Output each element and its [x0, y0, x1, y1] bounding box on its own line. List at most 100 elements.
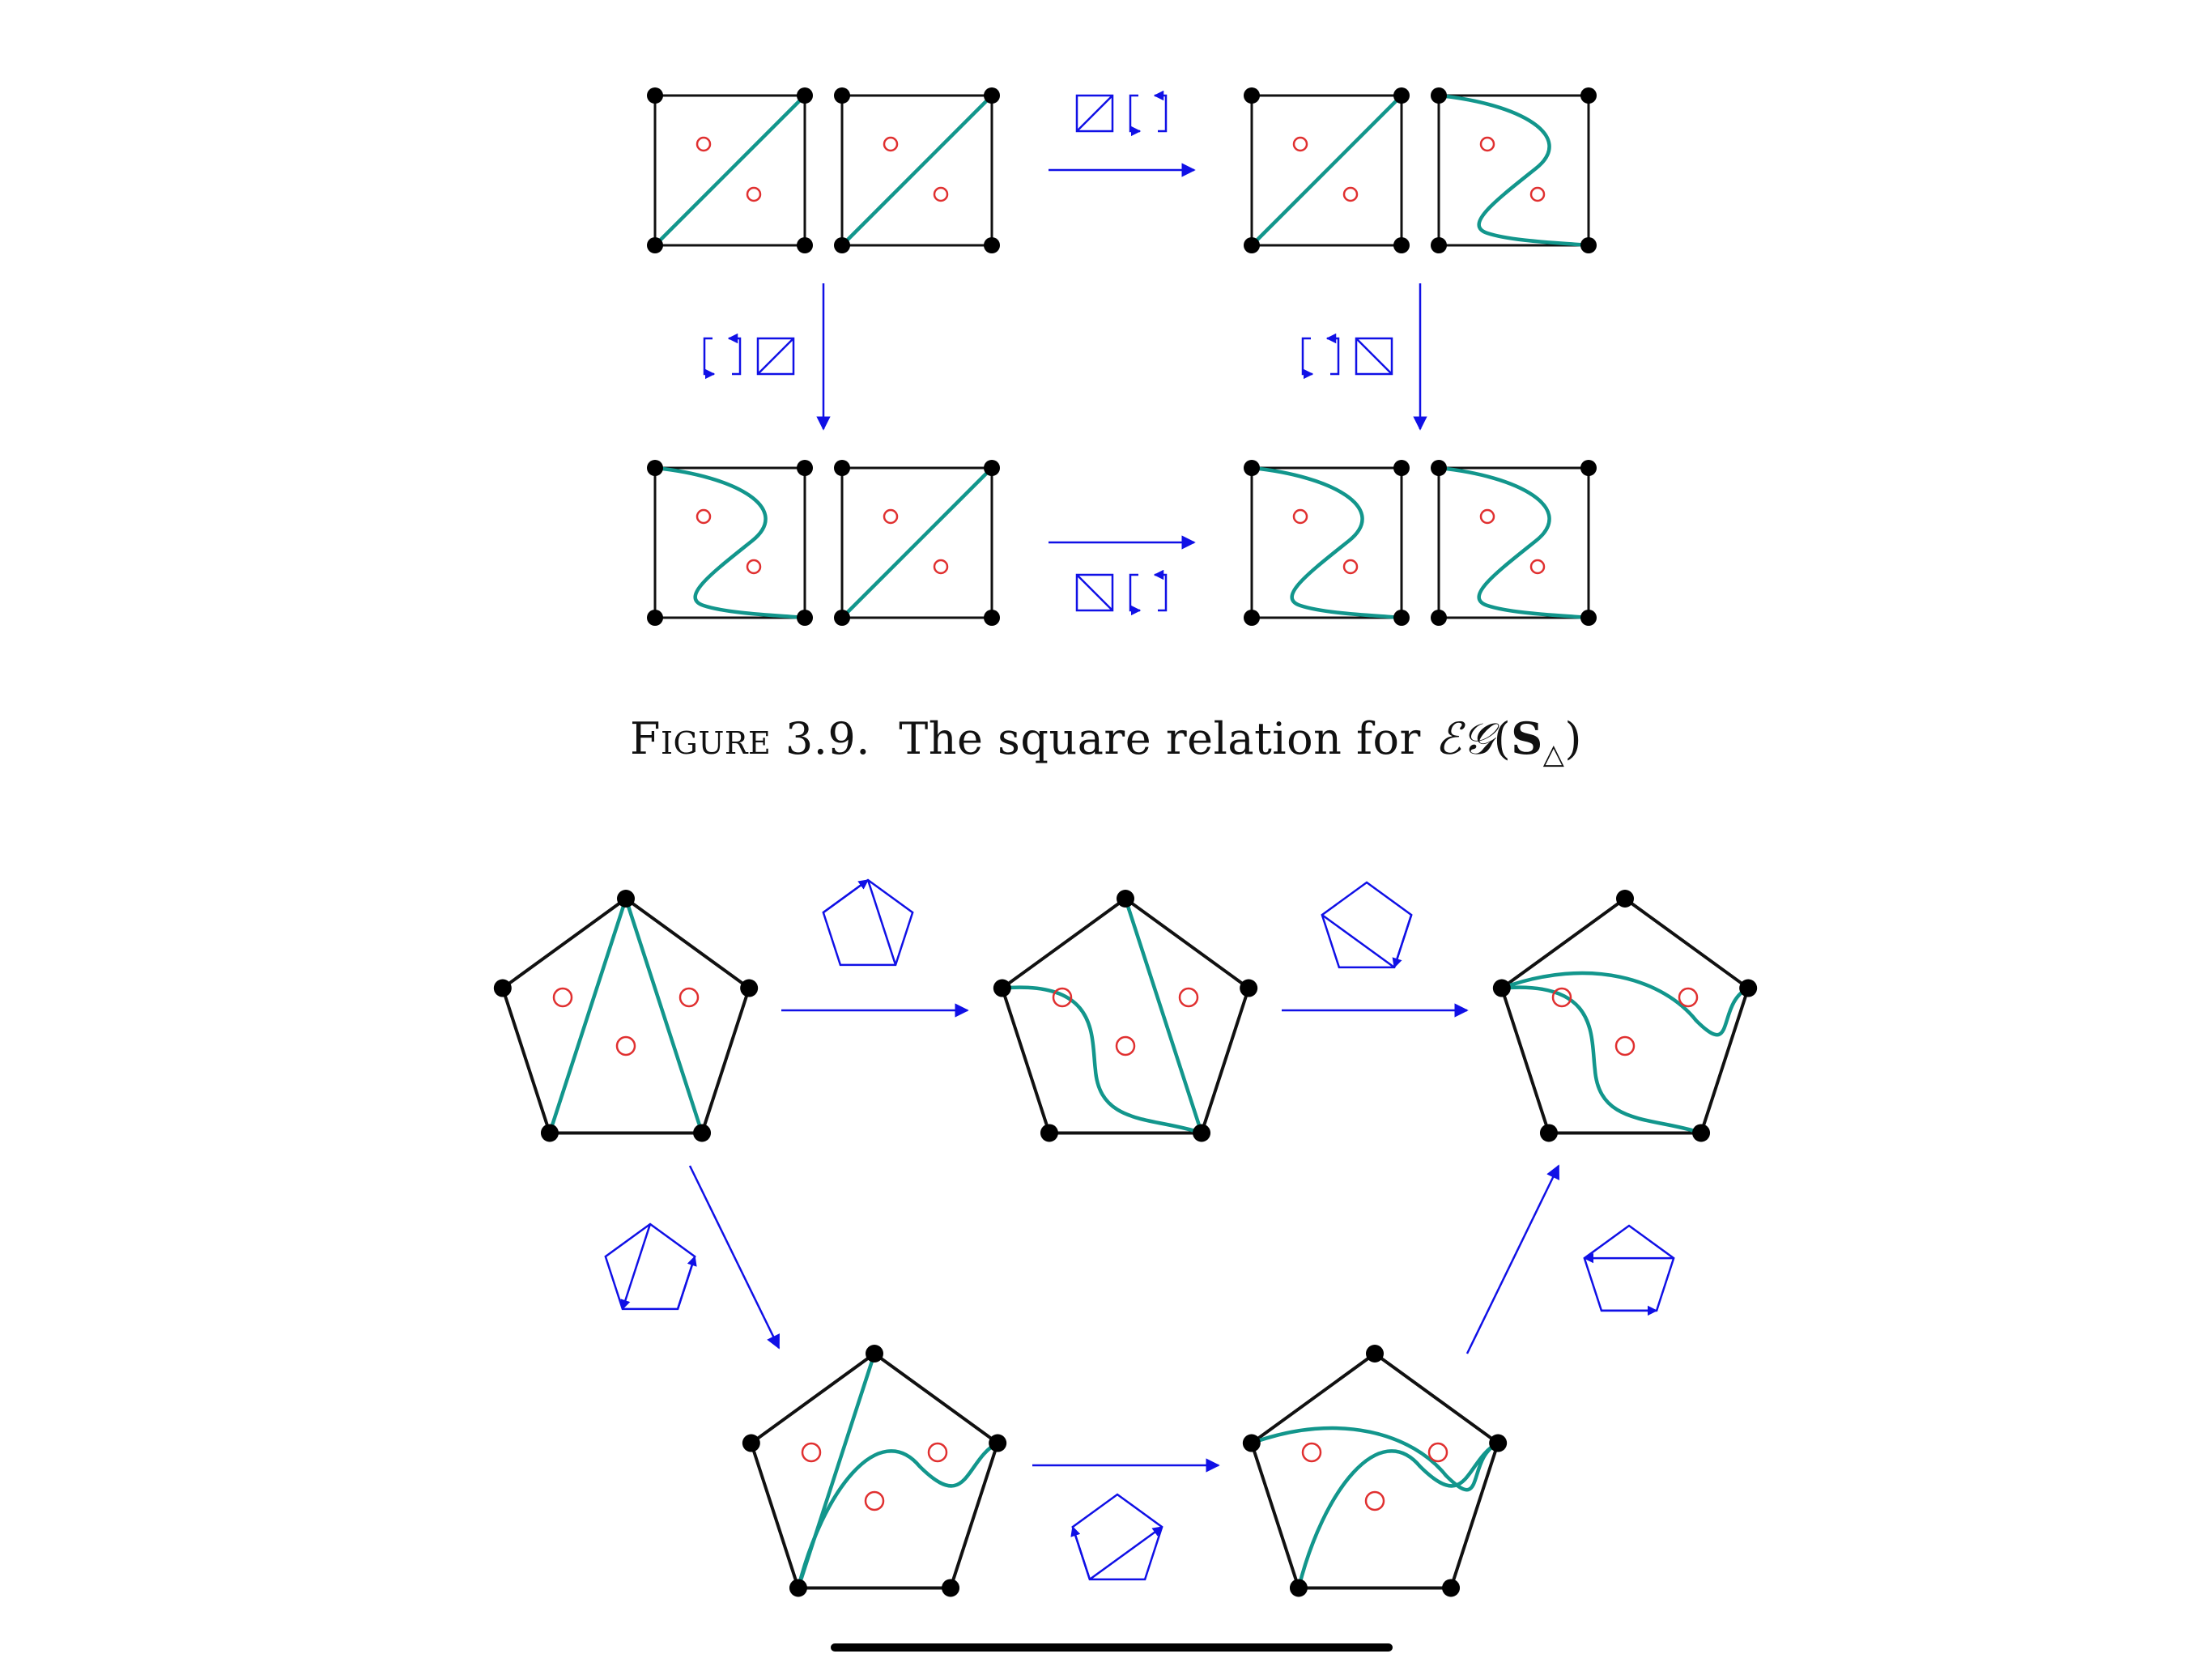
rotate-left-bracket: [703, 337, 716, 380]
icon-chord: [823, 878, 870, 914]
puncture-marker: [801, 1442, 822, 1463]
icon-pentagon: [822, 878, 914, 967]
vertex-dot: [1580, 460, 1597, 476]
puncture-marker: [696, 136, 712, 152]
icon-diagonal: [757, 338, 794, 375]
icon-pentagon: [1321, 881, 1413, 969]
square-panel: [1431, 87, 1597, 253]
puncture-marker: [883, 136, 899, 152]
puncture-marker: [1301, 1442, 1322, 1463]
vertex-dot: [1580, 237, 1597, 253]
vertex-dot: [984, 237, 1000, 253]
puncture-marker: [933, 559, 949, 575]
icon-diagonal: [1076, 95, 1113, 132]
vertex-dot: [1393, 610, 1410, 626]
icon-diagonal: [1076, 574, 1113, 611]
rotate-left-bracket: [1129, 573, 1142, 616]
vertex-dot: [989, 1434, 1007, 1452]
vertex-dot: [1244, 237, 1260, 253]
flip-pentagon-icon: [1070, 1493, 1163, 1581]
caption-symbol: ℰ𝒢: [1435, 713, 1494, 764]
vertex-dot: [1240, 979, 1258, 997]
puncture-marker: [1529, 186, 1546, 202]
square-panel: [647, 87, 813, 253]
arc-curve: [1501, 971, 1750, 1037]
arc-curve: [1296, 1441, 1499, 1588]
arc-curve: [1251, 1426, 1499, 1492]
rotate-square-icon: [1129, 90, 1168, 137]
puncture-marker: [883, 508, 899, 525]
vertex-dot: [1431, 87, 1447, 104]
puncture-marker: [1479, 136, 1495, 152]
flip-pentagon-icon: [822, 878, 914, 967]
vertex-dot: [1616, 890, 1634, 908]
icon-square: [1075, 573, 1114, 612]
pentagon-outline: [1499, 896, 1750, 1135]
vertex-dot: [1244, 87, 1260, 104]
square-outline: [840, 466, 993, 619]
vertex-dot: [1442, 1579, 1461, 1597]
icon-chord: [676, 1255, 697, 1310]
figure-caption: Figure 3.9. The square relation for ℰ𝒢(S…: [630, 712, 1582, 771]
vertex-dot: [797, 610, 813, 626]
vertex-dot: [740, 979, 759, 997]
vertex-dot: [1040, 1124, 1058, 1142]
arc-curve: [1251, 466, 1402, 620]
vertex-dot: [1242, 1434, 1261, 1452]
square-panel: [834, 87, 1000, 253]
vertex-dot: [493, 979, 512, 997]
vertex-dot: [1366, 1345, 1384, 1363]
vertex-dot: [984, 460, 1000, 476]
puncture-marker: [1292, 136, 1308, 152]
flip-pentagon-icon: [1321, 881, 1413, 969]
vertex-dot: [1580, 87, 1597, 104]
flip-square-icon: [1355, 337, 1393, 376]
vertex-dot: [1289, 1579, 1308, 1597]
puncture-marker: [746, 186, 762, 202]
icon-chord: [1321, 914, 1395, 968]
caption-bold-letter: S: [1511, 712, 1543, 764]
icon-square: [756, 337, 795, 376]
square-outline: [653, 466, 806, 619]
puncture-marker: [1115, 1035, 1136, 1056]
vertex-dot: [797, 460, 813, 476]
puncture-marker: [1614, 1035, 1636, 1056]
puncture-marker: [927, 1442, 948, 1463]
arc-curve: [547, 898, 628, 1134]
flip-pentagon-icon: [604, 1222, 697, 1311]
puncture-marker: [552, 987, 573, 1008]
icon-chord: [1392, 914, 1413, 969]
puncture-marker: [1052, 987, 1073, 1008]
pentagon-outline: [1249, 1351, 1500, 1590]
arc-curve: [1002, 985, 1202, 1135]
vertex-dot: [617, 890, 635, 908]
vertex-dot: [693, 1124, 712, 1142]
caption-text: The square relation for: [899, 713, 1421, 764]
vertex-dot: [1492, 979, 1511, 997]
rotate-square-icon: [703, 333, 742, 380]
square-outline: [1437, 94, 1590, 247]
square-panel: [1431, 460, 1597, 626]
arc-curve: [623, 898, 704, 1134]
flip-square-icon: [1075, 573, 1114, 612]
pentagon-outline: [500, 896, 751, 1135]
icon-pentagon: [1583, 1224, 1675, 1312]
icon-chord: [1089, 1526, 1163, 1580]
puncture-marker: [1529, 559, 1546, 575]
square-panel: [834, 460, 1000, 626]
square-outline: [1437, 466, 1590, 619]
arc-curve: [1501, 985, 1702, 1135]
vertex-dot: [834, 237, 850, 253]
square-panel: [1244, 460, 1410, 626]
vertex-dot: [1393, 460, 1410, 476]
vertex-dot: [789, 1579, 807, 1597]
vertex-dot: [1431, 237, 1447, 253]
flip-pentagon-icon: [1583, 1224, 1675, 1316]
vertex-dot: [1117, 890, 1134, 908]
rotate-left-bracket: [1301, 337, 1314, 380]
home-indicator: [831, 1643, 1393, 1652]
puncture-marker: [864, 1490, 885, 1511]
icon-chord: [620, 1223, 652, 1311]
arc-curve: [1250, 94, 1403, 247]
puncture-marker: [1427, 1442, 1448, 1463]
